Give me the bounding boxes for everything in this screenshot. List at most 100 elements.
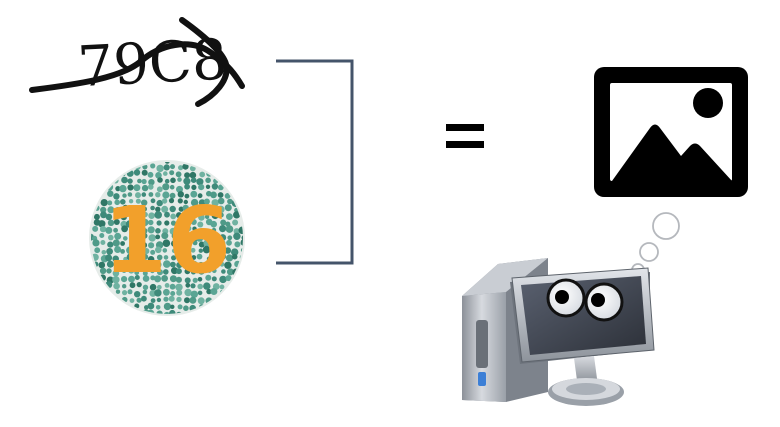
plate-dot	[163, 269, 169, 275]
plate-dot	[155, 246, 162, 254]
plate-dot	[190, 219, 197, 225]
plate-dot	[99, 267, 107, 274]
plate-dot	[241, 235, 243, 241]
plate-dot	[164, 283, 170, 288]
plate-dot	[177, 304, 183, 310]
plate-dot	[170, 213, 177, 220]
plate-dot	[121, 176, 128, 184]
plate-dot	[98, 261, 106, 269]
plate-dot	[127, 192, 133, 197]
monitor-screen	[521, 276, 646, 355]
plate-dot	[126, 253, 134, 261]
plate-dot	[150, 298, 156, 303]
plate-dot	[114, 232, 122, 240]
image-icon	[594, 67, 748, 197]
plate-dot	[169, 309, 176, 314]
plate-dot	[164, 178, 170, 184]
plate-dot	[197, 221, 204, 228]
plate-dot	[190, 283, 196, 289]
plate-dot	[99, 225, 107, 233]
plate-dot	[119, 184, 127, 193]
plate-dot	[163, 255, 169, 260]
plate-number: 16	[103, 187, 231, 294]
plate-dot	[133, 184, 141, 192]
plate-dot	[210, 220, 217, 228]
plate-dot	[218, 248, 225, 255]
plate-dot	[203, 239, 211, 247]
plate-dot	[113, 214, 119, 219]
plate-dot	[129, 282, 136, 289]
plate-dot	[196, 178, 204, 186]
plate-dot	[141, 262, 147, 269]
plate-dot	[238, 226, 243, 235]
plate-dot	[202, 245, 211, 254]
plate-dot	[122, 204, 129, 211]
plate-dot	[169, 184, 175, 190]
image-icon-mountains	[612, 124, 732, 181]
plate-dot	[170, 304, 175, 309]
plate-dot	[122, 290, 128, 296]
plate-dot	[197, 283, 203, 290]
plate-dot	[134, 291, 141, 298]
plate-dot	[233, 228, 240, 235]
plate-dot	[164, 211, 170, 218]
plate-dot	[171, 255, 177, 261]
plate-dot	[123, 236, 128, 241]
plate-dot	[149, 263, 155, 269]
plate-dot	[184, 183, 191, 190]
plate-dot	[127, 205, 134, 211]
plate-dot	[189, 296, 197, 304]
plate-dot	[170, 261, 176, 268]
plate-dot	[206, 256, 212, 262]
plate-dot	[149, 283, 157, 291]
plate-dot	[226, 213, 233, 221]
plate-dot	[134, 240, 140, 246]
plate-dot	[100, 206, 107, 213]
plate-dot	[197, 261, 205, 269]
plate-dot	[100, 240, 106, 245]
plate-dot	[155, 172, 162, 179]
plate-dot	[199, 227, 205, 233]
plate-dot	[154, 275, 162, 283]
plate-dot	[197, 206, 204, 213]
plate-dot	[147, 171, 154, 178]
plate-dot	[204, 228, 210, 234]
plate-dot	[101, 250, 107, 255]
plate-dot	[107, 206, 115, 214]
plate-dot	[205, 177, 211, 184]
plate-dot	[176, 219, 183, 226]
plate-dot	[129, 212, 135, 219]
plate-dot	[157, 269, 163, 276]
plate-dot	[211, 183, 219, 190]
plate-dot	[175, 234, 182, 241]
computer-stand	[548, 356, 624, 406]
plate-dot	[141, 184, 149, 192]
plate-dot	[133, 218, 141, 225]
plate-dot	[92, 239, 100, 247]
plate-dot	[205, 274, 212, 281]
plate-dot	[177, 191, 184, 198]
plate-dot	[112, 276, 120, 284]
plate-dot	[184, 277, 191, 284]
plate-dot	[113, 282, 120, 290]
plate-dot	[142, 270, 148, 276]
plate-dot	[190, 290, 198, 298]
plate-dot	[189, 171, 197, 179]
plate-dot	[190, 190, 198, 198]
plate-dot	[127, 184, 134, 191]
plate-dot	[212, 253, 221, 262]
plate-dot	[224, 193, 231, 199]
thought-bubble-icon	[631, 212, 680, 277]
plate-dot	[183, 248, 189, 254]
plate-dot	[156, 310, 163, 314]
plate-dot	[134, 205, 140, 211]
plate-dot	[184, 172, 191, 179]
plate-dot	[195, 234, 204, 242]
plate-dot	[150, 275, 156, 281]
plate-dot	[171, 233, 177, 239]
plate-dot	[137, 178, 142, 184]
plate-dot	[176, 212, 182, 219]
plate-dot	[207, 268, 212, 273]
plate-dot	[113, 227, 118, 233]
